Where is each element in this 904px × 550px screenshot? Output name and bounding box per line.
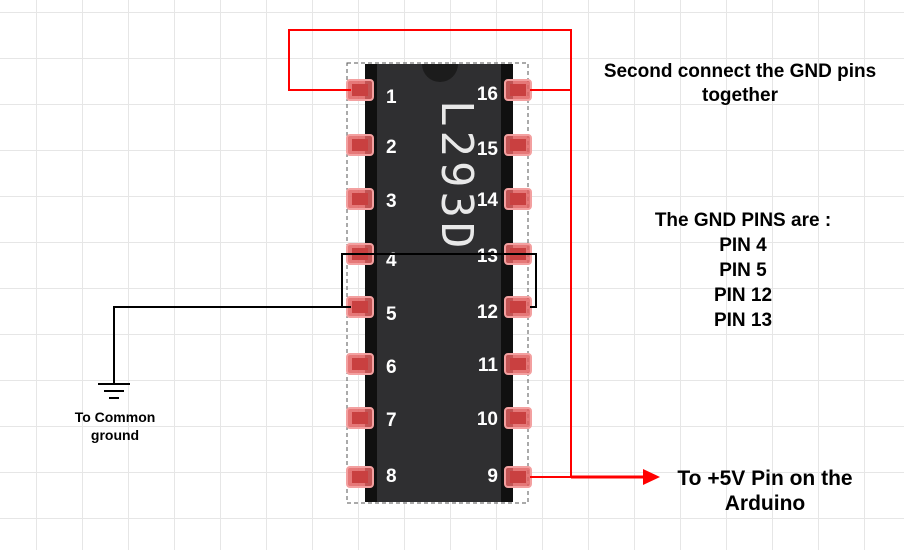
pin-number-7: 7 — [386, 410, 397, 431]
arrow-to-5v-icon — [643, 469, 660, 485]
black-wire-to-ground — [113, 306, 342, 383]
pin-pad-inner — [352, 412, 368, 424]
pin-number-6: 6 — [386, 357, 397, 378]
pin-number-9: 9 — [487, 466, 498, 487]
pin-number-10: 10 — [477, 409, 498, 430]
pin-number-11: 11 — [478, 355, 499, 376]
pin-number-12: 12 — [477, 302, 498, 323]
pin-pad-inner — [352, 471, 368, 483]
pin-number-2: 2 — [386, 137, 397, 158]
pin-pad-inner — [510, 301, 526, 313]
pin-number-1: 1 — [386, 87, 397, 108]
pin-number-4: 4 — [386, 250, 397, 271]
pin-number-16: 16 — [477, 84, 498, 105]
pin-pad-inner — [352, 193, 368, 205]
pin-number-8: 8 — [386, 466, 397, 487]
ground-symbol-icon — [98, 383, 130, 399]
red-wire-pin1-to-pin16 — [288, 29, 572, 91]
black-wire-gnd-bus-right — [342, 253, 537, 308]
pin-number-5: 5 — [386, 304, 397, 325]
chip-body — [365, 64, 513, 502]
gnd-pin-item: PIN 5 — [719, 260, 767, 281]
pin-pad-inner — [510, 139, 526, 151]
pin-number-15: 15 — [477, 139, 499, 160]
gnd-pin-item: PIN 12 — [713, 285, 773, 306]
note-to-ground: To Common ground — [74, 409, 156, 443]
pin-pad-inner — [510, 358, 526, 370]
chip-selection-outline — [346, 62, 529, 504]
pin-number-13: 13 — [477, 246, 498, 267]
pin-pad-inner — [352, 139, 368, 151]
gnd-pin-item: PIN 13 — [713, 310, 773, 331]
note-to-5v: To +5V Pin on the Arduino — [677, 467, 853, 515]
pin-number-3: 3 — [386, 191, 397, 212]
gnd-pin-item: PIN 4 — [719, 235, 767, 256]
chip-notch — [422, 64, 458, 82]
pin-pad-inner — [510, 412, 526, 424]
chip-right-stripe — [501, 64, 513, 502]
pin-pad-inner — [352, 358, 368, 370]
pin-pad-inner — [352, 84, 368, 96]
note-gnd-pins: The GND PINS are : PIN 4 PIN 5 PIN 12 PI… — [628, 208, 858, 333]
pin-number-14: 14 — [477, 190, 499, 211]
chip-label: L293D — [431, 100, 482, 252]
note-gnd-together: Second connect the GND pins together — [603, 61, 877, 106]
pin-pad-inner — [510, 84, 526, 96]
pin-pad-inner — [510, 193, 526, 205]
chip-left-stripe — [365, 64, 377, 502]
pin-pad-inner — [352, 301, 368, 313]
gnd-pins-title: The GND PINS are : — [654, 210, 832, 231]
pin-pad-inner — [510, 471, 526, 483]
